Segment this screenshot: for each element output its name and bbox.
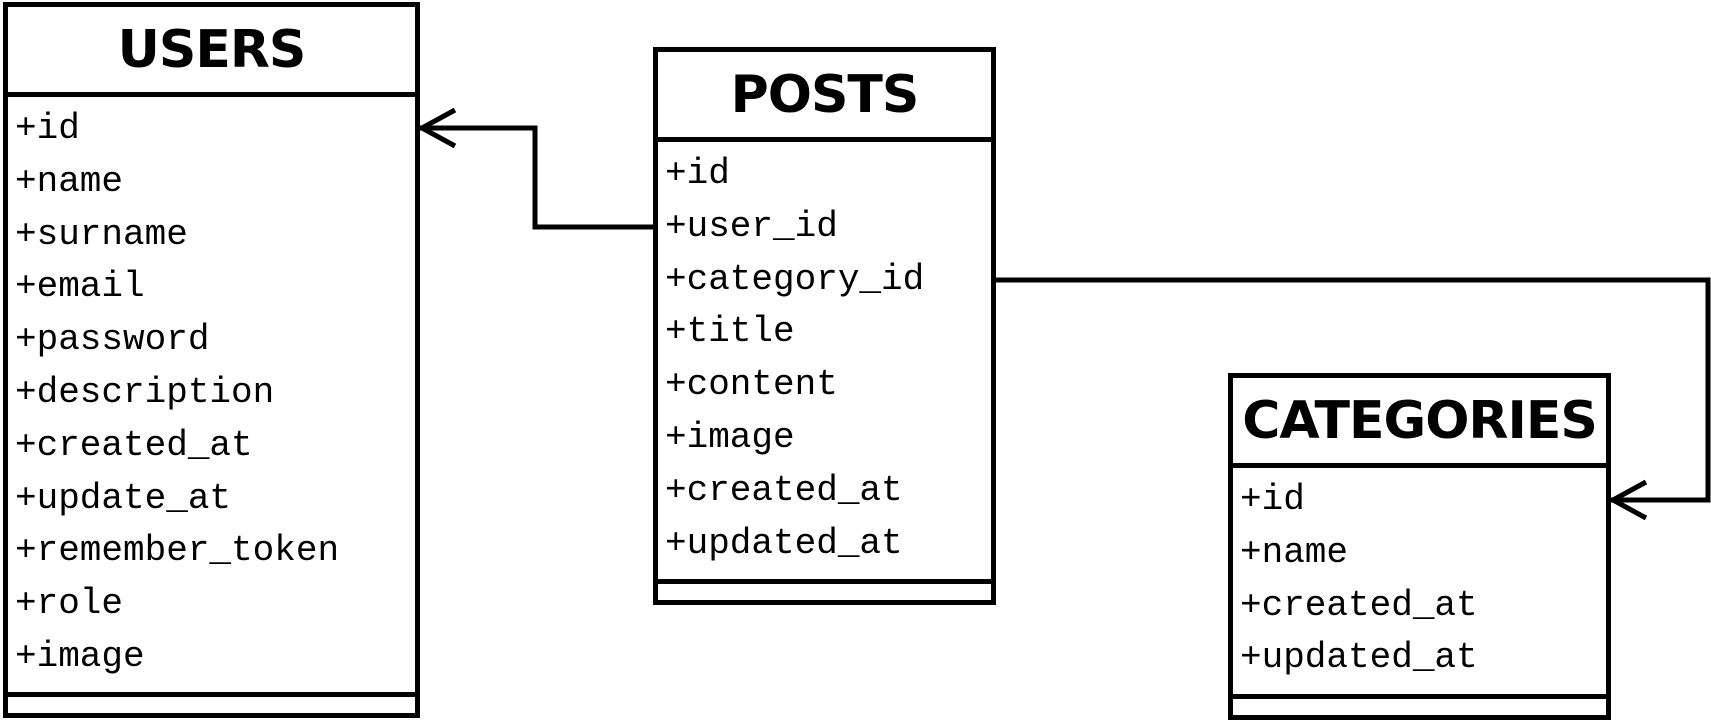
entity-methods-compartment: [658, 579, 991, 600]
field-created-at: +created_at: [15, 424, 253, 466]
users-entity: USERS +id +name +surname +email +passwor…: [3, 2, 420, 718]
field-name: +name: [1240, 531, 1349, 573]
entity-methods-compartment: [1233, 694, 1606, 715]
field-image: +image: [15, 635, 145, 677]
field-content: +content: [665, 364, 838, 406]
relation-posts-category-id-to-categories-id: [996, 277, 1711, 521]
field-id: +id: [665, 153, 730, 194]
relation-posts-user-id-to-users-id: [416, 107, 655, 230]
posts-entity: POSTS +id +user_id +category_id +title +…: [653, 47, 996, 605]
field-role: +role: [15, 583, 124, 625]
field-updated-at: +updated_at: [1240, 637, 1478, 679]
entity-methods-compartment: [8, 692, 415, 713]
field-surname: +surname: [15, 213, 188, 255]
field-update-at: +update_at: [15, 477, 232, 519]
field-email: +email: [15, 266, 145, 308]
entity-fields: +id +name +created_at +updated_at: [1233, 468, 1606, 685]
field-id: +id: [1240, 479, 1305, 520]
entity-title: POSTS: [658, 52, 991, 142]
arrowhead-icon: [416, 107, 457, 149]
field-title: +title: [665, 311, 795, 353]
entity-fields: +id +name +surname +email +password +des…: [8, 97, 415, 684]
field-created-at: +created_at: [1240, 584, 1478, 626]
connector-line: [996, 277, 1711, 503]
entity-title: CATEGORIES: [1233, 378, 1606, 468]
field-created-at: +created_at: [665, 469, 903, 511]
field-image: +image: [665, 416, 795, 458]
field-name: +name: [15, 160, 124, 202]
arrowhead-icon: [1607, 479, 1648, 521]
field-updated-at: +updated_at: [665, 522, 903, 564]
connector-line: [420, 125, 655, 230]
field-user-id: +user_id: [665, 205, 838, 247]
field-id: +id: [15, 108, 80, 149]
field-remember-token: +remember_token: [15, 530, 340, 572]
entity-fields: +id +user_id +category_id +title +conten…: [658, 142, 991, 570]
entity-title: USERS: [8, 7, 415, 97]
field-category-id: +category_id: [665, 258, 925, 300]
categories-entity: CATEGORIES +id +name +created_at +update…: [1228, 373, 1611, 720]
field-description: +description: [15, 371, 275, 413]
field-password: +password: [15, 319, 210, 361]
